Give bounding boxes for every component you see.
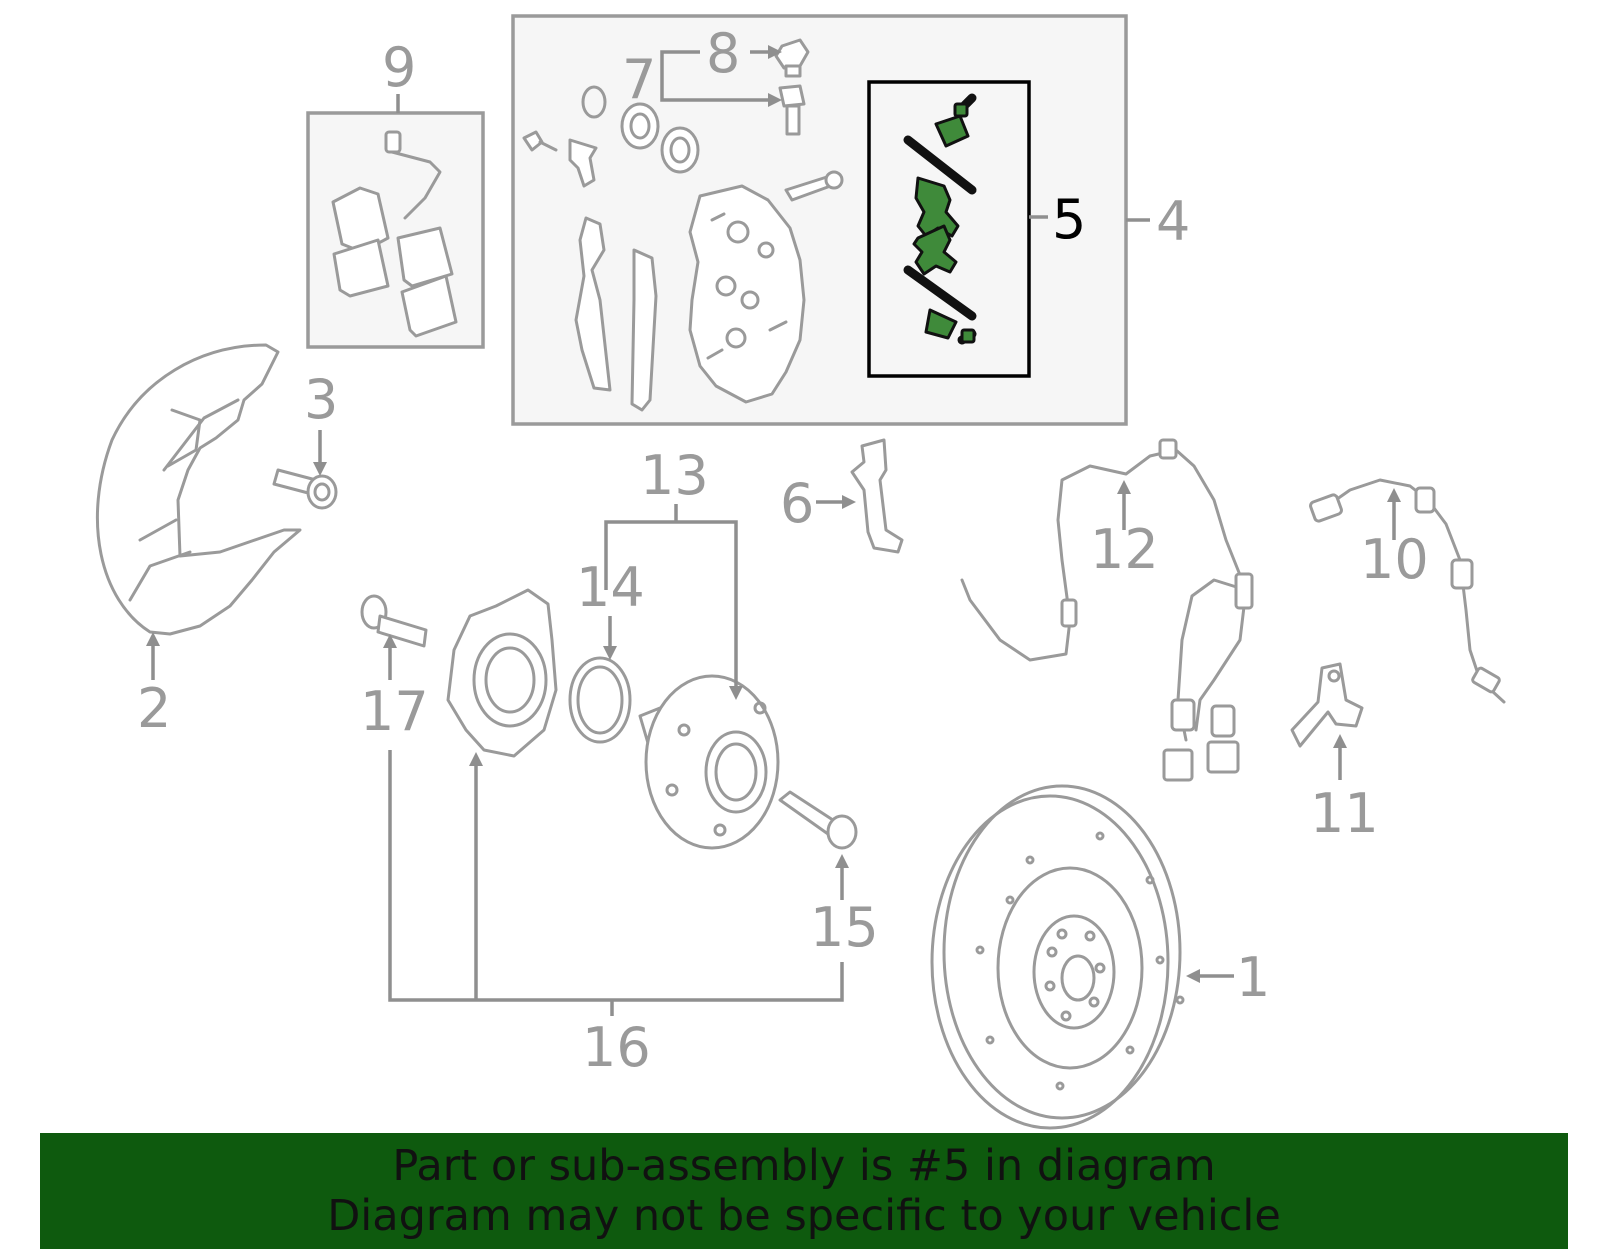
abs-sensor-cable[interactable] [1309,478,1506,704]
caliper-bracket[interactable] [574,216,658,412]
callout-11: 11 [1310,782,1379,845]
mounting-bracket[interactable] [850,438,904,554]
callout-16: 16 [582,1016,651,1079]
callout-2: 2 [137,677,171,740]
callout-4: 4 [1156,190,1190,253]
o-ring-seal[interactable] [568,656,632,744]
banner-line-2: Diagram may not be specific to your vehi… [327,1191,1281,1241]
bleeder-screw[interactable] [774,38,810,136]
wheel-bearing-housing[interactable] [446,588,558,758]
callout-14: 14 [576,556,645,619]
callout-13: 13 [640,444,709,507]
callout-6: 6 [780,472,814,535]
axle-bolt[interactable] [778,790,858,850]
hub-bolt[interactable] [360,594,428,648]
leader-lines [146,45,1401,1016]
brake-rotor[interactable] [930,784,1185,1130]
callout-10: 10 [1360,528,1429,591]
callout-9: 9 [382,36,416,99]
callout-7: 7 [622,48,656,111]
callout-17: 17 [360,680,429,743]
brake-pads[interactable] [331,130,458,338]
dust-shield[interactable] [95,343,302,636]
callout-15: 15 [810,896,879,959]
callout-1: 1 [1236,946,1270,1009]
info-banner: Part or sub-assembly is #5 in diagram Di… [40,1133,1568,1249]
callout-8: 8 [706,22,740,85]
wear-sensor-harness[interactable] [960,438,1254,782]
caliper-hardware-kit[interactable] [903,93,977,345]
shield-bolt[interactable] [272,468,338,510]
brake-caliper[interactable] [688,170,844,404]
callout-5[interactable]: 5 [1052,188,1086,251]
callout-12: 12 [1090,518,1159,581]
banner-line-1: Part or sub-assembly is #5 in diagram [392,1141,1216,1191]
abs-wheel-sensor[interactable] [1290,662,1364,748]
wheel-hub[interactable] [638,674,780,850]
caliper-seal-kit[interactable] [522,85,700,188]
callout-3: 3 [304,368,338,431]
